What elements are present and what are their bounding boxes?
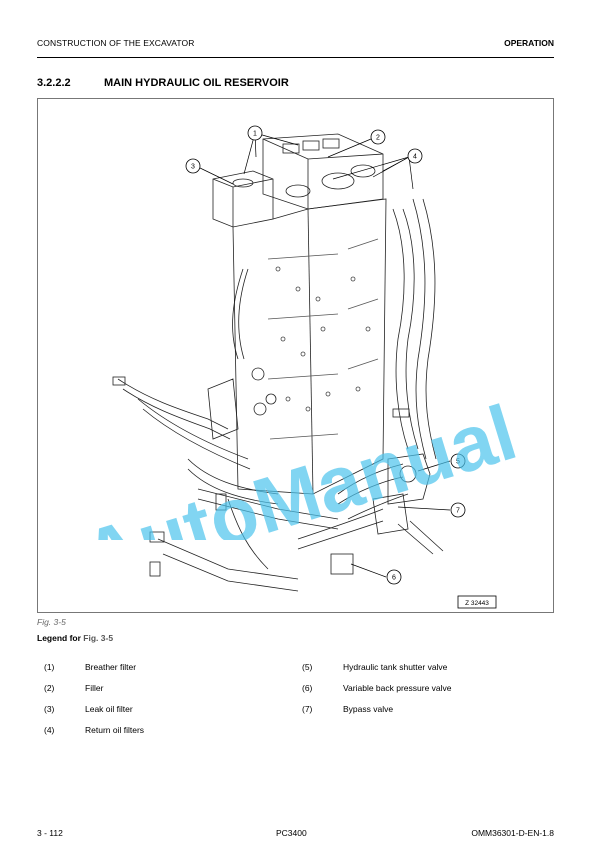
callout-3: 3: [191, 164, 195, 171]
legend-label-5: Hydraulic tank shutter valve: [343, 662, 448, 672]
drawing-id: Z 32443: [465, 600, 489, 607]
legend-title-prefix: Legend for: [37, 633, 81, 643]
bypass-valve-shape: [372, 493, 409, 535]
back-pressure-valve-shape: [330, 553, 354, 575]
breather-filter-shape: [282, 143, 300, 154]
legend-label-4: Return oil filters: [85, 725, 145, 735]
legend-num-3: (3): [44, 704, 55, 714]
footer-doc-id: OMM36301-D-EN-1.8: [471, 828, 554, 838]
figure-caption: Fig. 3-5: [37, 617, 66, 627]
legend-title-ref: Fig. 3-5: [83, 633, 114, 643]
return-filter-shape: [321, 172, 355, 190]
callout-5: 5: [456, 459, 460, 466]
legend-label-1: Breather filter: [85, 662, 137, 672]
legend-num-4: (4): [44, 725, 55, 735]
callout-2: 2: [376, 135, 380, 142]
section-number: 3.2.2.2: [37, 77, 71, 89]
reservoir-body: [232, 198, 387, 495]
header-section-title: CONSTRUCTION OF THE EXCAVATOR: [37, 38, 195, 48]
header-divider: [37, 57, 554, 58]
callout-1: 1: [253, 131, 257, 138]
legend-label-2: Filler: [85, 683, 104, 693]
legend-label-7: Bypass valve: [343, 704, 394, 714]
legend-label-3: Leak oil filter: [85, 704, 133, 714]
header-chapter-title: OPERATION: [504, 38, 554, 48]
legend-label-6: Variable back pressure valve: [343, 683, 452, 693]
section-title: MAIN HYDRAULIC OIL RESERVOIR: [104, 77, 289, 89]
footer-page-number: 3 - 112: [37, 828, 63, 838]
callout-4: 4: [413, 154, 417, 161]
footer-model: PC3400: [276, 828, 307, 838]
legend-num-1: (1): [44, 662, 55, 672]
legend-num-2: (2): [44, 683, 55, 693]
hydraulic-reservoir-drawing: Z 32443 1 2 3 4 5 7 6: [112, 125, 497, 609]
legend-num-6: (6): [302, 683, 313, 693]
figure-frame: Z 32443 1 2 3 4 5 7 6: [37, 98, 554, 613]
callout-6: 6: [392, 575, 396, 582]
legend-title: Legend for Fig. 3-5: [37, 633, 113, 643]
legend-num-5: (5): [302, 662, 313, 672]
callout-7: 7: [456, 508, 460, 515]
legend-num-7: (7): [302, 704, 313, 714]
